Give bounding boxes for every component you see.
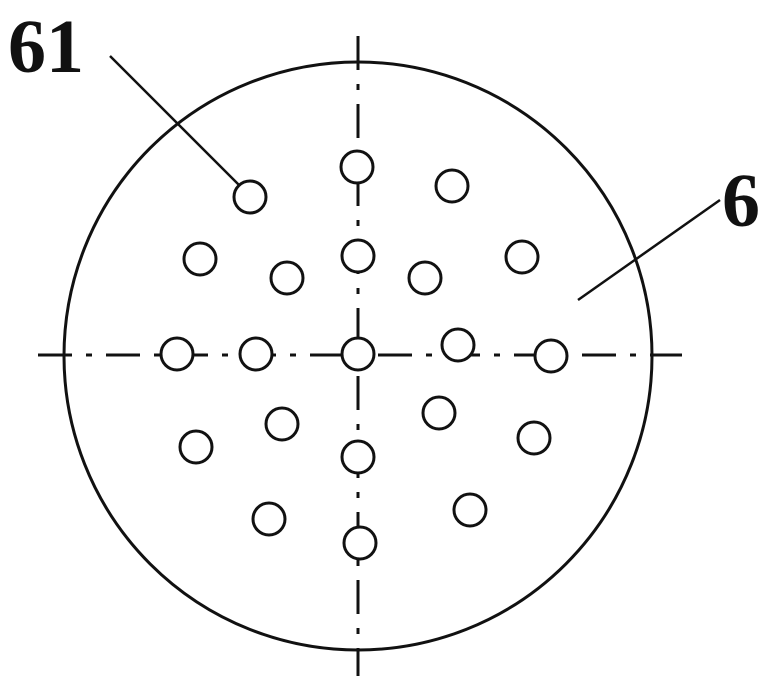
hole-13 bbox=[533, 338, 569, 374]
hole-21 bbox=[342, 525, 378, 561]
hole-15 bbox=[264, 406, 300, 442]
hole-14 bbox=[178, 429, 214, 465]
hole-1 bbox=[232, 179, 268, 215]
hole-10 bbox=[238, 336, 274, 372]
hole-20 bbox=[452, 492, 488, 528]
hole-2 bbox=[339, 149, 375, 185]
leader-line-hole bbox=[109, 55, 241, 187]
hole-19 bbox=[251, 501, 287, 537]
hole-7 bbox=[407, 260, 443, 296]
hole-11 bbox=[340, 336, 376, 372]
hole-17 bbox=[516, 420, 552, 456]
hole-16 bbox=[421, 395, 457, 431]
hole-8 bbox=[504, 239, 540, 275]
label-plate-6: 6 bbox=[722, 159, 760, 243]
hole-9 bbox=[159, 336, 195, 372]
holes-group bbox=[159, 149, 569, 561]
hole-4 bbox=[182, 241, 218, 277]
hole-6 bbox=[340, 238, 376, 274]
hole-18 bbox=[340, 439, 376, 475]
hole-12 bbox=[440, 327, 476, 363]
label-hole-61: 61 bbox=[8, 5, 84, 89]
hole-5 bbox=[269, 260, 305, 296]
hole-3 bbox=[434, 168, 470, 204]
leader-line-plate bbox=[577, 198, 721, 302]
